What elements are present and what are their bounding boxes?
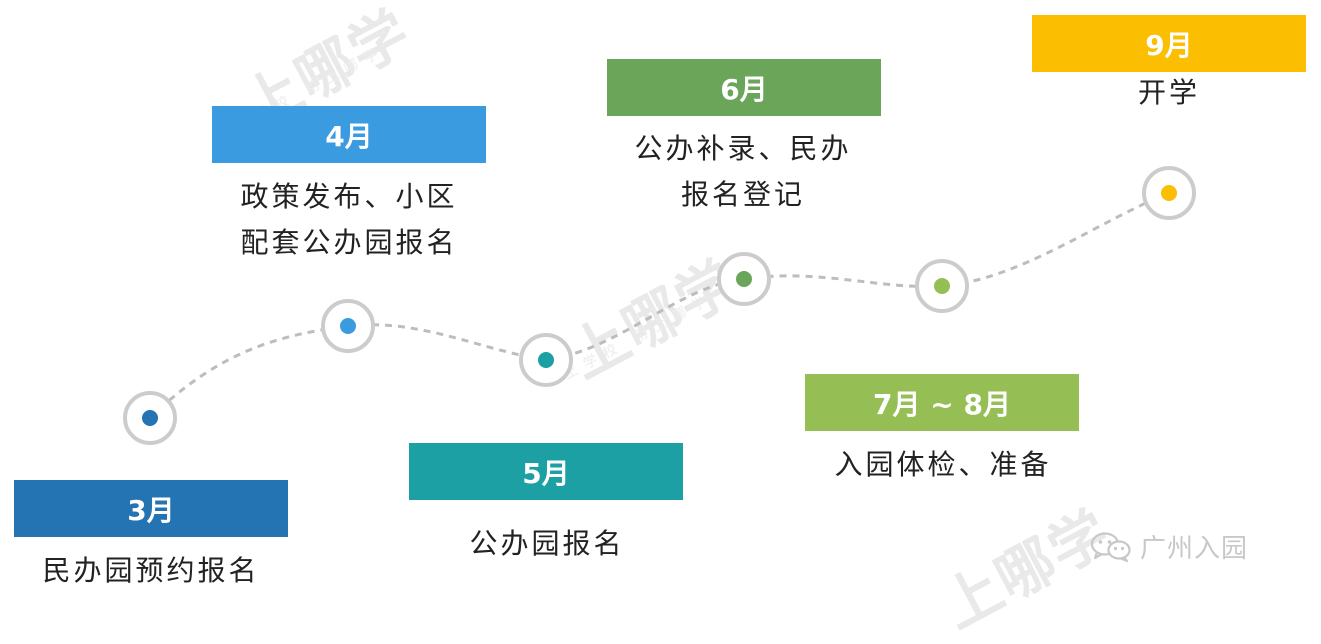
timeline-diagram: 上哪学 上学校 用上哪学 上哪学 上学校 用上哪学 上哪学 bbox=[14, 0, 1306, 642]
milestone-desc-5: 公办园报名 bbox=[469, 527, 625, 560]
brand-name: 广州入园 bbox=[1140, 534, 1249, 564]
node-9 bbox=[1142, 166, 1196, 220]
month-banner-5: 5月 bbox=[409, 443, 683, 500]
milestone-desc-7-8: 入园体检、准备 bbox=[834, 448, 1052, 481]
wechat-icon bbox=[1090, 531, 1131, 562]
month-banner-3: 3月 bbox=[14, 480, 288, 537]
node-7-8 bbox=[915, 259, 969, 313]
month-banner-9: 9月 bbox=[1032, 15, 1306, 72]
node-4 bbox=[321, 299, 375, 353]
milestone-desc-4: 政策发布、小区 配套公办园报名 bbox=[240, 180, 458, 259]
timeline-path bbox=[148, 191, 1170, 420]
milestone-desc-9: 开学 bbox=[1137, 76, 1200, 109]
brand-footer: 广州入园 bbox=[1090, 528, 1248, 565]
timeline-path-layer bbox=[123, 166, 1196, 445]
month-banner-7-8: 7月 ~ 8月 bbox=[805, 374, 1079, 431]
node-6 bbox=[717, 252, 771, 306]
node-5 bbox=[519, 333, 573, 387]
month-banner-6: 6月 bbox=[607, 59, 881, 116]
node-3 bbox=[123, 391, 177, 445]
month-banner-4: 4月 bbox=[212, 106, 486, 163]
milestone-desc-6: 公办补录、民办 报名登记 bbox=[634, 132, 852, 211]
milestone-desc-3: 民办园预约报名 bbox=[42, 554, 260, 587]
